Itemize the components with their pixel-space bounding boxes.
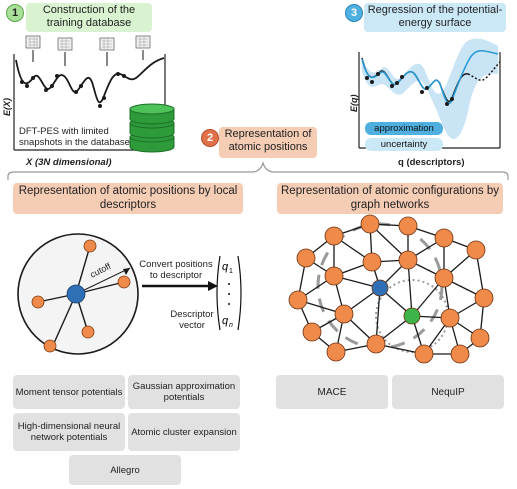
method-gaussian-approximation: Gaussian approximation potentials xyxy=(128,375,240,409)
graph-node-central-green xyxy=(403,307,421,325)
pes-training-plot: E(X) xyxy=(2,35,166,151)
graph-node xyxy=(366,334,386,354)
left-header: Representation of atomic positions by lo… xyxy=(13,183,243,214)
legend-uncertainty: uncertainty xyxy=(365,138,443,151)
step2-number-badge: 2 xyxy=(201,129,219,147)
descriptor-vector-label: Descriptor vector xyxy=(170,309,214,331)
method-allegro: Allegro xyxy=(69,455,181,485)
method-nequip: NequIP xyxy=(392,375,504,409)
vector-top: q xyxy=(222,261,229,273)
graph-node xyxy=(302,322,322,342)
pes-note: DFT-PES with limited snapshots in the da… xyxy=(19,126,130,148)
vector-top-sub: 1 xyxy=(229,268,233,275)
method-hdnnp: High-dimensional neural network potentia… xyxy=(13,413,125,451)
graph-node-central-blue xyxy=(371,279,389,297)
descriptor-vector: q 1 q n xyxy=(216,255,242,331)
vector-bottom: q xyxy=(222,315,229,327)
graph-node xyxy=(434,228,454,248)
regression-points xyxy=(365,72,454,106)
local-environment-diagram: cutoff xyxy=(17,233,139,355)
graph-network-diagram xyxy=(288,214,494,364)
graph-node xyxy=(326,342,346,362)
database-icon xyxy=(129,103,175,153)
right-header: Representation of atomic configurations … xyxy=(277,183,503,214)
regression-x-axis-label: q (descriptors) xyxy=(398,157,465,168)
graph-node xyxy=(470,328,490,348)
pes-regression-plot: E(q) xyxy=(350,38,501,149)
graph-node xyxy=(474,288,494,308)
vector-bottom-sub: n xyxy=(229,322,233,329)
graph-node xyxy=(360,214,380,234)
graph-node xyxy=(296,248,316,268)
pes-x-axis-label: X (3N dimensional) xyxy=(26,157,112,168)
convert-arrow xyxy=(142,281,218,291)
graph-node xyxy=(466,240,486,260)
method-ace: Atomic cluster expansion xyxy=(128,413,240,451)
graph-node xyxy=(334,304,354,324)
method-moment-tensor: Moment tensor potentials xyxy=(13,375,125,409)
convert-label: Convert positions to descriptor xyxy=(139,259,213,281)
step1-title: Construction of the training database xyxy=(26,3,152,32)
step3-number-badge: 3 xyxy=(345,4,363,22)
graph-node xyxy=(398,250,418,270)
step1-number-badge: 1 xyxy=(6,4,24,22)
method-mace: MACE xyxy=(276,375,388,409)
snapshot-points xyxy=(20,72,126,108)
graph-node xyxy=(414,344,434,364)
graph-node xyxy=(324,266,344,286)
uncertainty-band xyxy=(362,38,498,140)
step3-title: Regression of the potential-energy surfa… xyxy=(364,3,506,32)
regression-y-axis-label: E(q) xyxy=(350,95,359,113)
graph-node xyxy=(434,268,454,288)
graph-node xyxy=(398,216,418,236)
graph-node xyxy=(324,226,344,246)
graph-node xyxy=(288,290,308,310)
pes-curve xyxy=(15,57,165,104)
step2-title: Representation of atomic positions xyxy=(219,127,317,158)
graph-node xyxy=(440,308,460,328)
graph-node xyxy=(362,252,382,272)
pes-y-axis-label: E(X) xyxy=(2,98,12,116)
legend-approximation: approximation xyxy=(365,122,443,135)
brace xyxy=(7,161,509,180)
graph-node xyxy=(450,344,470,364)
